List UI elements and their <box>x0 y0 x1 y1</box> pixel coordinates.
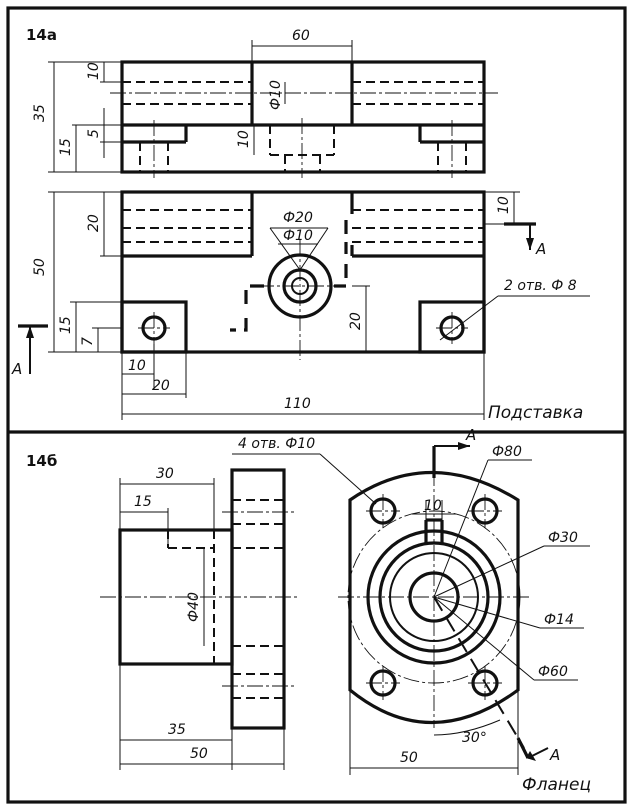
dim-b-angle: 30° <box>462 730 487 746</box>
section-label-a-left: А <box>11 360 22 378</box>
panel-b-label: 14б <box>26 452 57 470</box>
panel-a-label: 14а <box>26 26 57 44</box>
dim-50: 50 <box>32 258 48 276</box>
side-view-dimensions: 30 15 Ф40 35 50 <box>119 466 285 770</box>
flange-side-view <box>100 468 300 730</box>
dim-b-50a: 50 <box>190 746 208 762</box>
dim-35: 35 <box>32 104 48 122</box>
panel-14a: 14а <box>11 26 590 423</box>
flange-front-view <box>338 446 530 759</box>
dim-20a: 20 <box>86 214 102 232</box>
dim-b-30: 30 <box>156 466 174 482</box>
dim-b-35: 35 <box>168 722 186 738</box>
dim-10b: 10 <box>236 130 252 148</box>
dim-10d: 10 <box>128 358 146 374</box>
holes-note-a: 2 отв. Ф 8 <box>504 278 577 294</box>
dim-b-phi40: Ф40 <box>186 592 202 622</box>
dim-10c: 10 <box>496 196 512 214</box>
top-view-dimensions: 50 20 15 7 Ф20 Ф10 20 110 <box>32 191 590 420</box>
dim-110: 110 <box>284 396 311 412</box>
dim-7: 7 <box>80 337 96 346</box>
dim-15b: 15 <box>58 316 74 334</box>
dim-b-phi60: Ф60 <box>538 664 568 680</box>
section-marker-left: А <box>11 324 48 378</box>
dim-phi20: Ф20 <box>283 210 313 226</box>
panel-a-title: Подставка <box>488 403 583 423</box>
dim-b-10: 10 <box>424 498 442 514</box>
section-label-b-top: А <box>465 426 476 444</box>
dim-60: 60 <box>292 28 310 44</box>
dim-phi10a: Ф10 <box>268 80 284 110</box>
section-label-a-right: А <box>535 240 546 258</box>
section-marker-right: А <box>504 222 546 258</box>
dim-b-50b: 50 <box>400 750 418 766</box>
dim-20b: 20 <box>348 312 364 330</box>
panel-14b: 14б 30 15 Ф40 <box>26 426 591 795</box>
section-label-b-bottom: А <box>549 746 560 764</box>
dim-10a: 10 <box>86 62 102 80</box>
panel-b-title: Фланец <box>522 775 591 795</box>
dim-b-phi14: Ф14 <box>544 612 574 628</box>
front-view-dimensions: 60 35 10 5 15 Ф10 10 <box>32 28 353 173</box>
sheet-frame <box>6 6 627 804</box>
holes-note-b: 4 отв. Ф10 <box>238 436 315 452</box>
dim-b-phi30: Ф30 <box>548 530 578 546</box>
dim-15a: 15 <box>58 138 74 156</box>
dim-b-phi80: Ф80 <box>492 444 522 460</box>
dim-b-15: 15 <box>134 494 152 510</box>
flange-dimensions: 4 отв. Ф10 А Ф80 10 Ф30 Ф14 <box>232 426 590 775</box>
dim-5: 5 <box>86 129 102 138</box>
front-view <box>110 60 498 178</box>
dim-20c: 20 <box>152 378 170 394</box>
top-view <box>120 190 486 360</box>
dim-phi10b: Ф10 <box>283 228 313 244</box>
